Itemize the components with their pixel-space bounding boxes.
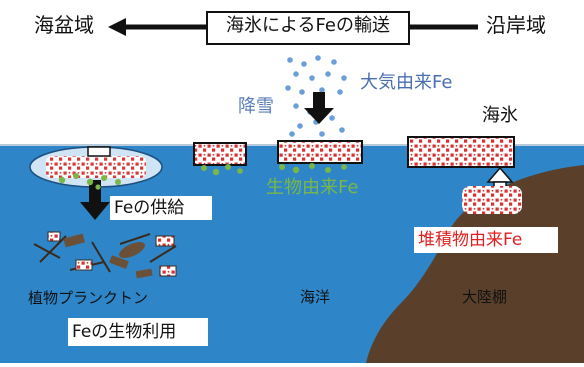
sea-ice-block-3 (407, 136, 515, 168)
continental-shelf (366, 165, 584, 363)
sediment-fe-box (414, 227, 558, 253)
biogenic-fe-dots (58, 163, 347, 190)
sea-ice-label: 海氷 (482, 105, 518, 126)
fe-biological-use-box (68, 318, 208, 346)
fe-supply-label: Feの供給 (114, 198, 185, 218)
transport-label: 海氷によるFeの輸送 (226, 15, 390, 36)
phytoplankton-cluster (33, 231, 177, 279)
biogenic-fe-label: 生物由来Fe (266, 177, 359, 198)
fe-biological-use-label: Feの生物利用 (72, 322, 177, 342)
basin-label: 海盆域 (34, 13, 94, 37)
fe-supply-box (110, 196, 212, 220)
sediment-fe-particles (462, 186, 522, 214)
ice-fe-particles-basin (46, 156, 146, 178)
ocean-label: 海洋 (300, 288, 331, 306)
coastal-label: 沿岸域 (486, 13, 546, 37)
sediment-fe-label: 堆積物由来Fe (418, 230, 523, 250)
phytoplankton-label: 植物プランクトン (28, 289, 149, 307)
left-transport-arrow (108, 18, 206, 36)
sea-ice-block-1 (193, 142, 247, 166)
transport-label-box (206, 11, 410, 45)
sea-ice-block-2 (277, 140, 363, 164)
atmospheric-arrow (304, 92, 334, 124)
shelf-label: 大陸棚 (462, 288, 508, 306)
atmospheric-fe-label: 大気由来Fe (360, 72, 453, 93)
snowfall-label: 降雪 (238, 96, 274, 117)
ice-block-small (87, 146, 111, 157)
